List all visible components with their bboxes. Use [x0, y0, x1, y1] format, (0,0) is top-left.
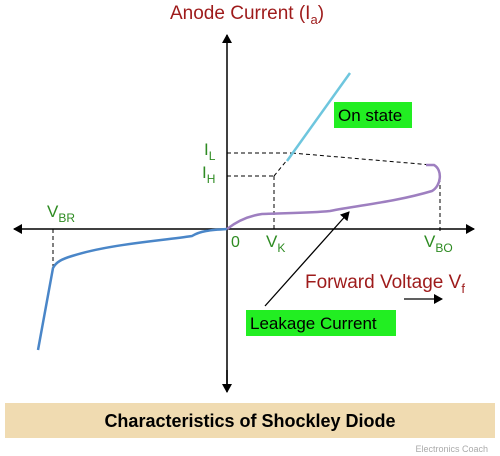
on-state-highlight: [334, 102, 412, 128]
v-k-label: VK: [266, 232, 285, 255]
title-band: [5, 403, 495, 438]
watermark: Electronics Coach: [415, 444, 488, 454]
leakage-current-pointer: [264, 211, 350, 307]
diagram-title: Characteristics of Shockley Diode: [104, 411, 395, 431]
i-l-label: IL: [204, 140, 216, 163]
forward-characteristic-curve: [226, 163, 441, 230]
v-br-label: VBR: [47, 202, 75, 225]
on-state-label: On state: [338, 106, 402, 125]
v-bo-label: VBO: [424, 232, 453, 255]
leakage-current-highlight: [246, 310, 396, 336]
negative-resistance-guide: [291, 152, 433, 166]
origin-label: 0: [231, 234, 240, 251]
i-h-label: IH: [202, 163, 215, 186]
x-axis-label: Forward Voltage Vf: [305, 272, 465, 296]
reverse-characteristic-curve: [36, 227, 228, 351]
y-axis-label: Anode Current (Ia): [170, 3, 324, 27]
on-state-line: [285, 72, 352, 162]
leakage-current-label: Leakage Current: [250, 314, 377, 333]
